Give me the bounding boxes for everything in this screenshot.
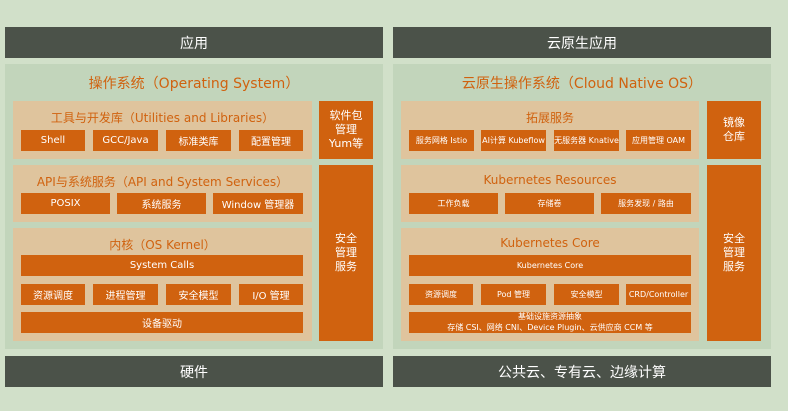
service-discovery-box: 服务发现 / 路由 — [601, 193, 691, 214]
kubeflow-box: AI计算 Kubeflow — [481, 130, 546, 151]
system-calls-bar: System Calls — [21, 255, 303, 276]
k8s-core-title: Kubernetes Core — [500, 236, 600, 250]
window-manager-box: Window 管理器 — [213, 193, 303, 214]
k8s-resources-title: Kubernetes Resources — [483, 173, 617, 187]
package-mgmt-line1: 软件包 — [329, 109, 363, 123]
security-mgmt-line3: 服务 — [335, 259, 357, 273]
os-title: 操作系统（Operating System） — [88, 76, 300, 92]
k8s-security-model-box: 安全模型 — [554, 284, 619, 305]
resource-scheduling-box: 资源调度 — [21, 284, 85, 305]
volume-box: 存储卷 — [505, 193, 594, 214]
utilities-title: 工具与开发库（Utilities and Libraries） — [50, 111, 275, 125]
workload-box: 工作负载 — [409, 193, 498, 214]
security-mgmt-line1: 安全 — [335, 232, 357, 246]
system-service-box: 系统服务 — [117, 193, 206, 214]
hardware-bar-label: 硬件 — [180, 364, 208, 381]
crd-controller-box: CRD/Controller — [626, 284, 691, 305]
security-mgmt-box-left: 安全 管理 服务 — [319, 165, 373, 341]
posix-box: POSIX — [21, 193, 110, 214]
io-mgmt-box: I/O 管理 — [239, 284, 303, 305]
package-mgmt-line2: 管理 — [335, 123, 357, 137]
kernel-title: 内核（OS Kernel） — [109, 238, 216, 252]
shell-box: Shell — [21, 130, 85, 151]
oam-box: 应用管理 OAM — [626, 130, 691, 151]
package-mgmt-line3: Yum等 — [328, 136, 364, 150]
infra-abstraction-line2: 存储 CSI、网络 CNI、Device Plugin、云供应商 CCM 等 — [447, 322, 653, 332]
cloud-bar: 公共云、专有云、边缘计算 — [393, 356, 771, 387]
cloud-os-title: 云原生操作系统（Cloud Native OS） — [461, 76, 703, 92]
image-registry-box: 镜像 仓库 — [707, 101, 761, 159]
hardware-bar: 硬件 — [5, 356, 383, 387]
infra-abstraction-bar: 基础设施资源抽象 存储 CSI、网络 CNI、Device Plugin、云供应… — [409, 312, 691, 333]
istio-box: 服务网格 Istio — [409, 130, 474, 151]
config-mgmt-box: 配置管理 — [239, 130, 303, 151]
gcc-java-box: GCC/Java — [93, 130, 158, 151]
device-drivers-bar: 设备驱动 — [21, 312, 303, 333]
app-bar-label: 应用 — [180, 35, 208, 52]
security-mgmt-right-line2: 管理 — [723, 246, 745, 260]
security-mgmt-right-line3: 服务 — [723, 259, 745, 273]
pod-mgmt-box: Pod 管理 — [481, 284, 546, 305]
extension-title: 拓展服务 — [525, 111, 574, 125]
package-mgmt-box: 软件包 管理 Yum等 — [319, 101, 373, 159]
security-mgmt-box-right: 安全 管理 服务 — [707, 165, 761, 341]
security-mgmt-right-line1: 安全 — [723, 232, 745, 246]
image-registry-line1: 镜像 — [723, 116, 745, 130]
security-mgmt-line2: 管理 — [335, 246, 357, 260]
api-title: API与系统服务（API and System Services） — [36, 175, 289, 189]
app-bar: 应用 — [5, 27, 383, 58]
security-model-box: 安全模型 — [166, 284, 231, 305]
infra-abstraction-line1: 基础设施资源抽象 — [518, 312, 582, 321]
std-lib-box: 标准类库 — [166, 130, 231, 151]
process-mgmt-box: 进程管理 — [93, 284, 158, 305]
k8s-scheduling-box: 资源调度 — [409, 284, 473, 305]
knative-box: 无服务器 Knative — [554, 130, 619, 151]
cloud-native-app-label: 云原生应用 — [547, 35, 617, 52]
k8s-core-bar: Kubernetes Core — [409, 255, 691, 276]
cloud-native-app-bar: 云原生应用 — [393, 27, 771, 58]
cloud-bar-label: 公共云、专有云、边缘计算 — [498, 364, 666, 381]
image-registry-line2: 仓库 — [723, 130, 745, 143]
